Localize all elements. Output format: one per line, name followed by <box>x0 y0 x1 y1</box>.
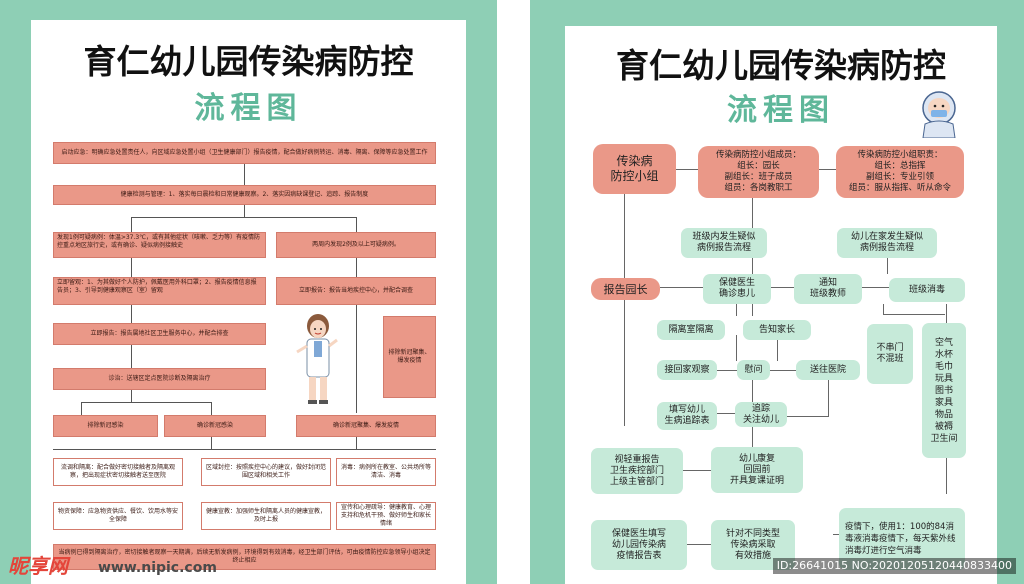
effective-measures-box: 针对不同类型 传染病采取 有效措施 <box>711 520 795 570</box>
fever-case-box: 发现1例可疑病例：体温>37.3℃，或有其他症状（咳嗽、乏力等）有疫情防控重点地… <box>53 232 266 258</box>
right-subtitle: 流程图 <box>727 93 835 128</box>
confirm-case-box: 确诊新冠感染 <box>164 415 266 437</box>
doctor-confirm-box: 保健医生 确诊患儿 <box>703 274 771 304</box>
psych-box: 宣传和心理疏导：健康教育、心理支持和危机干预、做好师生和家长情绪 <box>336 502 436 530</box>
teacher-illustration <box>296 314 338 404</box>
right-poster-sheet: 育仁幼儿园传染病防控 流程图 传染病 防控小组 传染病防控小组成员： 组长：园长… <box>565 26 997 584</box>
left-subtitle: 流程图 <box>194 91 303 126</box>
class-disinfect-box: 班级消毒 <box>889 278 965 302</box>
watermark-logo: 昵享网 <box>8 554 68 578</box>
diagnosis-box: 诊治：送辖区定点医院诊断及隔离治疗 <box>53 368 266 390</box>
watermark-id: ID:26641015 NO:20201205120440833400 <box>772 558 1016 574</box>
team-duties-box: 传染病防控小组职责： 组长：总指挥 副组长：专业引领 组员：服从指挥、听从命令 <box>836 146 964 198</box>
emergency-box: 启动应急：明确应急处置责任人，向区域应急处置小组（卫生健康部门）报告疫情，配合做… <box>53 142 436 164</box>
send-hospital-box: 送往医院 <box>796 360 860 380</box>
report-director-box: 报告园长 <box>591 278 660 300</box>
watermark-url: www.nipic.com <box>98 560 217 576</box>
report-cdc-box: 立即报告：报告当地疾控中心，并配合调查 <box>276 277 436 305</box>
contacts-box: 流调和隔离：配合做好密切接触者及隔离观察，把出现症状密切接触者送至医院 <box>53 458 183 486</box>
team-members-box: 传染病防控小组成员： 组长：园长 副组长：班子成员 组员：各岗教职工 <box>698 146 819 198</box>
tracking-table-box: 填写幼儿 生病追踪表 <box>657 402 717 430</box>
isolate-box: 立即留观：1、为其做好个人防护，佩戴医用外科口罩；2、报告疫情信息报告员；3、引… <box>53 277 266 305</box>
left-poster-sheet: 育仁幼儿园传染病防控 流程图 启动应急：明确应急处置责任人，向区域应急处置小组（… <box>31 20 466 584</box>
supplies-box: 物资保障：应急物资供应、餐饮、饮用水等安全保障 <box>53 502 183 530</box>
fill-report-box: 保健医生填写 幼儿园传染病 疫情报告表 <box>591 520 687 570</box>
termination-box: 当病例已得到隔离治疗，密切接触者观察一天期满，后续无新发病例，环境得到有效消毒，… <box>53 544 436 570</box>
right-title: 育仁幼儿园传染病防控 <box>616 46 946 85</box>
exclude-outbreak-box: 排除新冠聚集、爆发疫情 <box>383 316 436 398</box>
home-observe-box: 接回家观察 <box>657 360 717 380</box>
comfort-box: 慰问 <box>737 360 770 380</box>
prevention-team-box: 传染病 防控小组 <box>593 144 676 194</box>
home-suspect-box: 幼儿在家发生疑似 病例报告流程 <box>837 228 937 258</box>
confirm-outbreak-box: 确诊新冠聚集、爆发疫情 <box>296 415 436 437</box>
class-suspect-box: 班级内发生疑似 病例报告流程 <box>681 228 767 258</box>
recovery-certificate-box: 幼儿康复 回园前 开具复课证明 <box>711 447 803 493</box>
report-authorities-box: 视轻重报告 卫生疾控部门 上级主管部门 <box>591 448 683 494</box>
left-title: 育仁幼儿园传染病防控 <box>83 42 414 81</box>
closure-box: 区域封控：按照疾控中心的建议，做好封闭范围区域和相关工作 <box>201 458 331 486</box>
notify-parents-box: 告知家长 <box>743 320 811 340</box>
isolation-room-box: 隔离室隔离 <box>657 320 725 340</box>
track-child-box: 追踪 关注幼儿 <box>735 402 787 427</box>
education-box: 健康宣教：加强师生和隔离人员的健康宣教，及时上报 <box>201 502 331 530</box>
disinfect-items-box: 空气 水杯 毛巾 玩具 图书 家具 物品 被褥 卫生间 <box>922 323 966 458</box>
disinfection-note-box: 疫情下，使用1：100的84消毒液消毒疫情下，每天紫外线消毒灯进行空气消毒 <box>839 508 965 570</box>
notify-teacher-box: 通知 班级教师 <box>794 274 862 304</box>
report-community-box: 立即报告：报告属地社区卫生服务中心，并配合排查 <box>53 323 266 345</box>
two-cases-box: 两周内发现2例及以上可疑病例。 <box>276 232 436 258</box>
exclude-case-box: 排除新冠感染 <box>53 415 158 437</box>
no-mixing-box: 不串门 不混班 <box>867 324 913 384</box>
monitoring-box: 健康检测与管理：1、落实每日晨检和日常健康观察。2、落实因病缺课登记、追踪、报告… <box>53 185 436 205</box>
protective-suit-figure <box>922 91 956 138</box>
disinfect-box: 消毒：病例所在教室、公共场所等清洁、消毒 <box>336 458 436 486</box>
